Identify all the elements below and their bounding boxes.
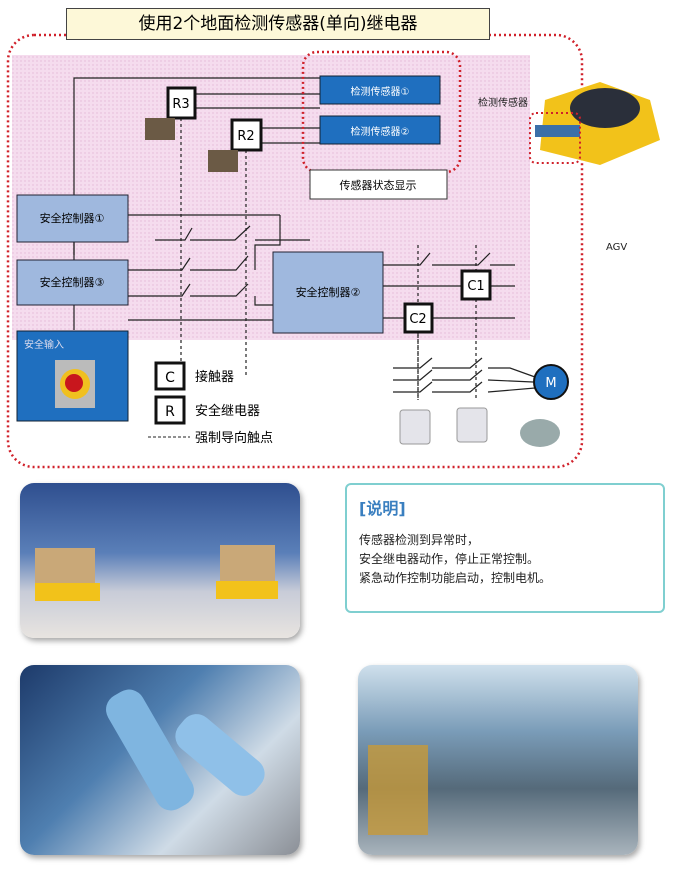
contactor-c2: C2 bbox=[403, 302, 434, 334]
emergency-stop-button-icon bbox=[65, 374, 83, 392]
legend-r-label: 安全继电器 bbox=[195, 403, 260, 419]
contactor-c2-label: C2 bbox=[409, 312, 426, 327]
explanation-line: 安全继电器动作，停止正常控制。 bbox=[359, 552, 540, 566]
safety-circuit-diagram: 检测传感器① 检测传感器② R3 R2 传感器状态显示 安全控制器① 安全控制器… bbox=[6, 33, 660, 469]
sensor-1-label: 检测传感器① bbox=[351, 85, 410, 98]
safety-controller-3: 安全控制器③ bbox=[16, 259, 129, 306]
contactor-photo-2 bbox=[456, 407, 488, 443]
agv-label: AGV bbox=[606, 242, 627, 253]
legend-c-symbol: C bbox=[165, 370, 175, 386]
explanation-line: 紧急动作控制功能启动，控制电机。 bbox=[359, 571, 552, 585]
legend-r-symbol: R bbox=[165, 404, 175, 420]
robot-arm-photo bbox=[20, 665, 300, 855]
sensor-1: 检测传感器① bbox=[319, 75, 441, 105]
relay-r2-photo bbox=[208, 150, 238, 172]
relay-r2: R2 bbox=[230, 118, 263, 152]
relay-r3-label: R3 bbox=[172, 97, 189, 112]
explanation-box: [说明] 传感器检测到异常时， 安全继电器动作，停止正常控制。 紧急动作控制功能… bbox=[345, 483, 665, 613]
relay-r3-photo bbox=[145, 118, 175, 140]
relay-r3: R3 bbox=[166, 86, 197, 120]
factory-photo bbox=[358, 665, 638, 855]
explanation-line: 传感器检测到异常时， bbox=[359, 533, 480, 547]
status-display-label: 传感器状态显示 bbox=[340, 178, 417, 192]
relay-r2-label: R2 bbox=[237, 129, 254, 144]
explanation-heading: [说明] bbox=[359, 499, 406, 518]
motor-photo bbox=[520, 419, 560, 447]
diagram-title: 使用2个地面检测传感器(单向)继电器 bbox=[66, 8, 490, 40]
safety-controller-2: 安全控制器② bbox=[272, 251, 384, 334]
controller-2-label: 安全控制器② bbox=[296, 285, 361, 299]
safety-input-label: 安全输入 bbox=[24, 338, 64, 351]
controller-1-label: 安全控制器① bbox=[40, 211, 105, 225]
legend: C 接触器 R 安全继电器 强制导向触点 bbox=[148, 361, 273, 446]
contactor-photo-1 bbox=[399, 409, 431, 445]
contactor-c1-label: C1 bbox=[467, 279, 484, 294]
contactor-c1: C1 bbox=[460, 269, 492, 301]
sensor-status-display: 传感器状态显示 bbox=[309, 169, 448, 200]
sensor-2-label: 检测传感器② bbox=[351, 125, 410, 138]
safety-controller-1: 安全控制器① bbox=[16, 194, 129, 243]
legend-c-label: 接触器 bbox=[195, 369, 234, 385]
safety-input: 安全输入 bbox=[16, 330, 129, 422]
sensor-2: 检测传感器② bbox=[319, 115, 441, 145]
sensor-callout-label: 检测传感器 bbox=[478, 96, 528, 109]
legend-dash-label: 强制导向触点 bbox=[195, 430, 273, 446]
motor: M bbox=[533, 364, 569, 400]
warehouse-agv-photo bbox=[20, 483, 300, 638]
controller-3-label: 安全控制器③ bbox=[40, 275, 105, 289]
motor-label: M bbox=[545, 376, 556, 391]
sensor-group-highlight bbox=[301, 50, 462, 174]
agv-illustration bbox=[529, 82, 660, 165]
